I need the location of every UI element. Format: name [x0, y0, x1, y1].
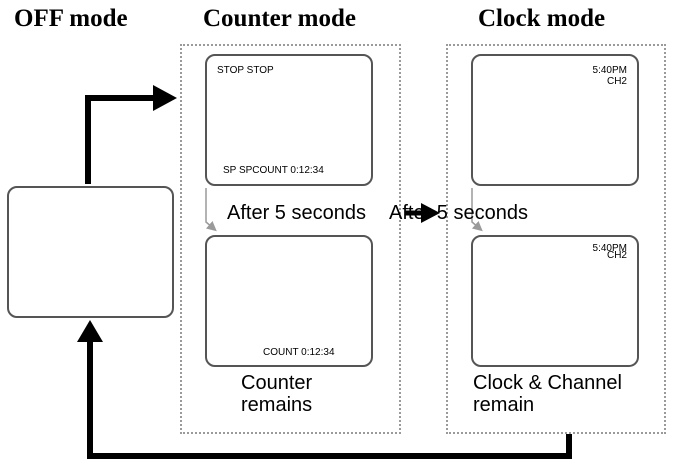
- counter-status-text: STOP STOP: [217, 65, 274, 76]
- arrow-clock-to-off: [87, 340, 572, 459]
- arrow-off-to-counter-head: [153, 85, 177, 111]
- arrow-counter-to-clock-head: [421, 203, 440, 223]
- counter-caption-line1: Counter: [241, 372, 313, 394]
- off-mode-screen: [7, 186, 174, 318]
- clock-mode-group: [446, 44, 666, 434]
- clock-screen-top: 5:40PM CH2: [471, 54, 639, 186]
- counter-delay-label: After 5 seconds: [227, 202, 366, 224]
- clock-bottom-time: 5:40PM: [592, 243, 627, 254]
- clock-mode-title: Clock mode: [478, 5, 606, 32]
- clock-screen-bottom: 5:40PM CH2: [471, 235, 639, 367]
- clock-delay-label: After 5 seconds: [389, 202, 528, 224]
- counter-mode-group: [180, 44, 401, 434]
- clock-top-readout: 5:40PM CH2: [592, 65, 627, 87]
- clock-bottom-channel: CH2: [606, 250, 627, 261]
- counter-caption: Counter remains: [241, 372, 312, 416]
- off-mode-title: OFF mode: [14, 5, 128, 32]
- counter-bottom-readout: COUNT 0:12:34: [263, 347, 335, 358]
- clock-top-channel: CH2: [606, 75, 627, 87]
- arrow-counter-inner: [205, 188, 217, 232]
- counter-mode-title: Counter mode: [203, 5, 357, 32]
- counter-screen-bottom: COUNT 0:12:34: [205, 235, 373, 367]
- counter-screen-top: STOP STOP SP SPCOUNT 0:12:34: [205, 54, 373, 186]
- clock-caption: Clock & Channel remain: [473, 372, 622, 416]
- arrow-clock-inner: [471, 188, 483, 232]
- clock-bottom-readout: 5:40PM CH2: [592, 243, 627, 261]
- clock-caption-line2: remain: [473, 394, 535, 416]
- counter-top-readout: SP SPCOUNT 0:12:34: [223, 165, 324, 176]
- arrow-off-to-counter: [85, 95, 155, 184]
- counter-caption-line2: remains: [241, 394, 313, 416]
- clock-caption-line1: Clock & Channel: [473, 372, 622, 394]
- arrow-clock-to-off-head: [77, 320, 103, 342]
- clock-top-time: 5:40PM: [592, 65, 627, 76]
